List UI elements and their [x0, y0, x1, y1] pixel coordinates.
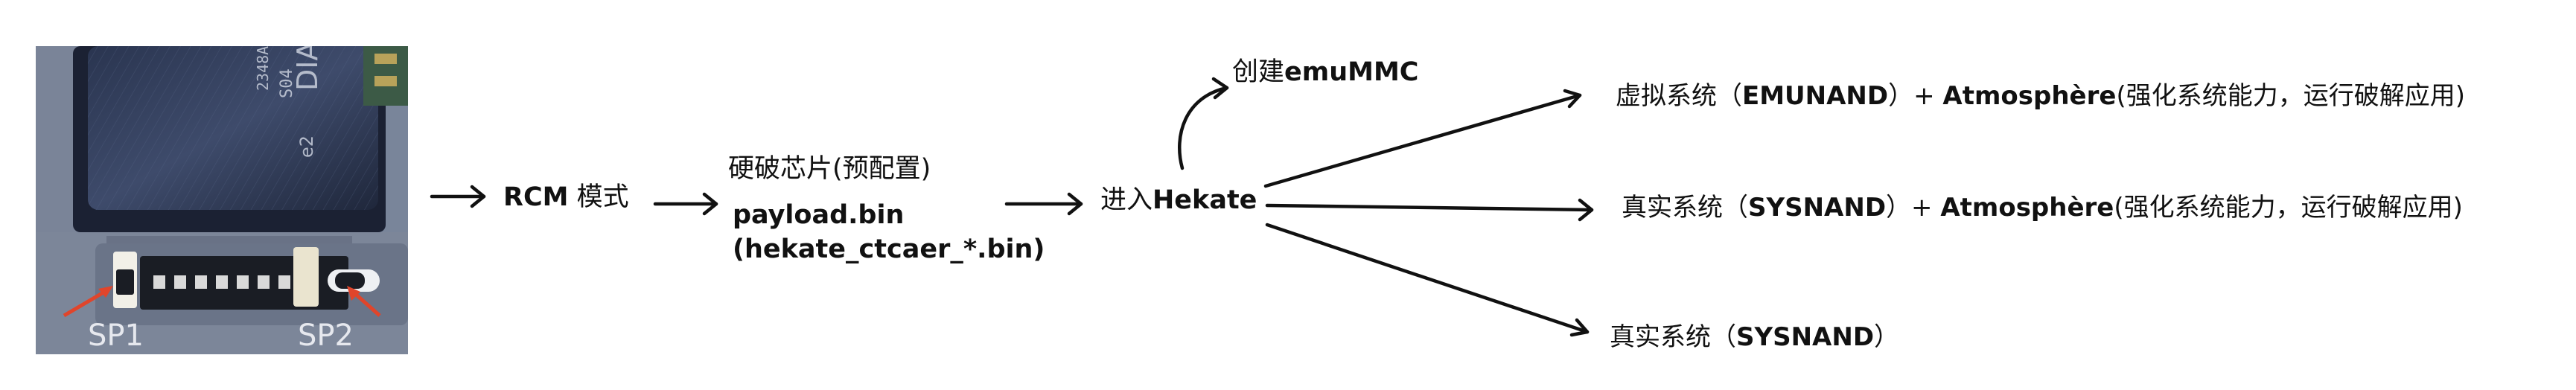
board-photo-image: DIA 2348A1 S04 e2 SP1 SP2 — [36, 46, 408, 354]
chip-mark-code: 2348A1 — [254, 46, 272, 91]
highlight-arrowhead-sp2 — [347, 286, 360, 301]
branch-sysnand-ams-tag: SYSNAND — [1748, 193, 1887, 223]
branch-emunand-tail: (强化系统能力，运行破解应用) — [2116, 81, 2465, 111]
branch-emunand-mid: ）+ — [1888, 81, 1943, 111]
node-rcm-bold: RCM — [503, 182, 569, 212]
chip-marks: DIA 2348A1 S04 e2 — [254, 46, 324, 158]
arrow-rcm-to-chip — [653, 192, 718, 216]
branch-emunand-pre: 虚拟系统（ — [1616, 81, 1742, 111]
branch-sysnand-ams-tail: (强化系统能力，运行破解应用) — [2114, 193, 2463, 223]
branch-sysnand-tag: SYSNAND — [1736, 322, 1875, 352]
node-branch-sysnand: 真实系统（SYSNAND） — [1610, 325, 1899, 350]
node-hekate: 进入Hekate — [1100, 188, 1257, 214]
chip-mark-brand: DIA — [291, 46, 324, 91]
pad-label-sp2: SP2 — [298, 319, 354, 353]
arrow-hekate-to-sysnand — [1265, 223, 1590, 337]
node-emummc: 创建emuMMC — [1232, 60, 1418, 86]
branch-sysnand-ams-pre: 真实系统（ — [1622, 193, 1748, 223]
highlight-arrow-sp1 — [63, 288, 109, 318]
node-emummc-name: emuMMC — [1284, 57, 1419, 87]
pad-labels: SP1 SP2 — [88, 319, 354, 353]
branch-emunand-tag: EMUNAND — [1742, 81, 1889, 111]
chip-mark-e2: e2 — [296, 135, 317, 158]
node-chip-title: 硬破芯片(预配置) — [728, 154, 931, 184]
board-photo: DIA 2348A1 S04 e2 SP1 SP2 — [36, 46, 408, 354]
node-emummc-prefix: 创建 — [1232, 57, 1285, 87]
branch-sysnand-ams-mid: ）+ — [1886, 193, 1941, 223]
arrow-hekate-to-emunand — [1263, 89, 1582, 188]
highlight-arrowhead-sp1 — [98, 286, 113, 298]
node-chip-payload: payload.bin — [733, 200, 905, 230]
node-hekate-name: Hekate — [1152, 185, 1257, 215]
node-branch-sysnand-ams: 真实系统（SYSNAND）+ Atmosphère(强化系统能力，运行破解应用) — [1622, 195, 2463, 220]
highlight-arrows — [63, 286, 381, 318]
node-chip-file: (hekate_ctcaer_*.bin) — [733, 234, 1045, 264]
node-rcm-text: 模式 — [568, 182, 629, 212]
highlight-arrow-sp2 — [351, 290, 381, 317]
arrow-hekate-to-sysnand-ams — [1265, 198, 1594, 222]
branch-sysnand-pre: 真实系统（ — [1610, 322, 1736, 352]
chip-mark-batch: S04 — [278, 68, 296, 98]
node-hekate-prefix: 进入 — [1100, 185, 1153, 215]
node-rcm: RCM 模式 — [503, 185, 629, 211]
branch-emunand-ams: Atmosphère — [1942, 81, 2117, 111]
branch-sysnand-tail: ） — [1874, 322, 1900, 352]
node-branch-emunand: 虚拟系统（EMUNAND）+ Atmosphère(强化系统能力，运行破解应用) — [1616, 83, 2465, 109]
branch-sysnand-ams-ams: Atmosphère — [1940, 193, 2114, 223]
arrow-photo-to-rcm — [430, 185, 486, 208]
arrow-chip-to-hekate — [1004, 192, 1083, 216]
pad-label-sp1: SP1 — [88, 319, 144, 353]
arrow-hekate-to-emummc — [1178, 77, 1229, 170]
